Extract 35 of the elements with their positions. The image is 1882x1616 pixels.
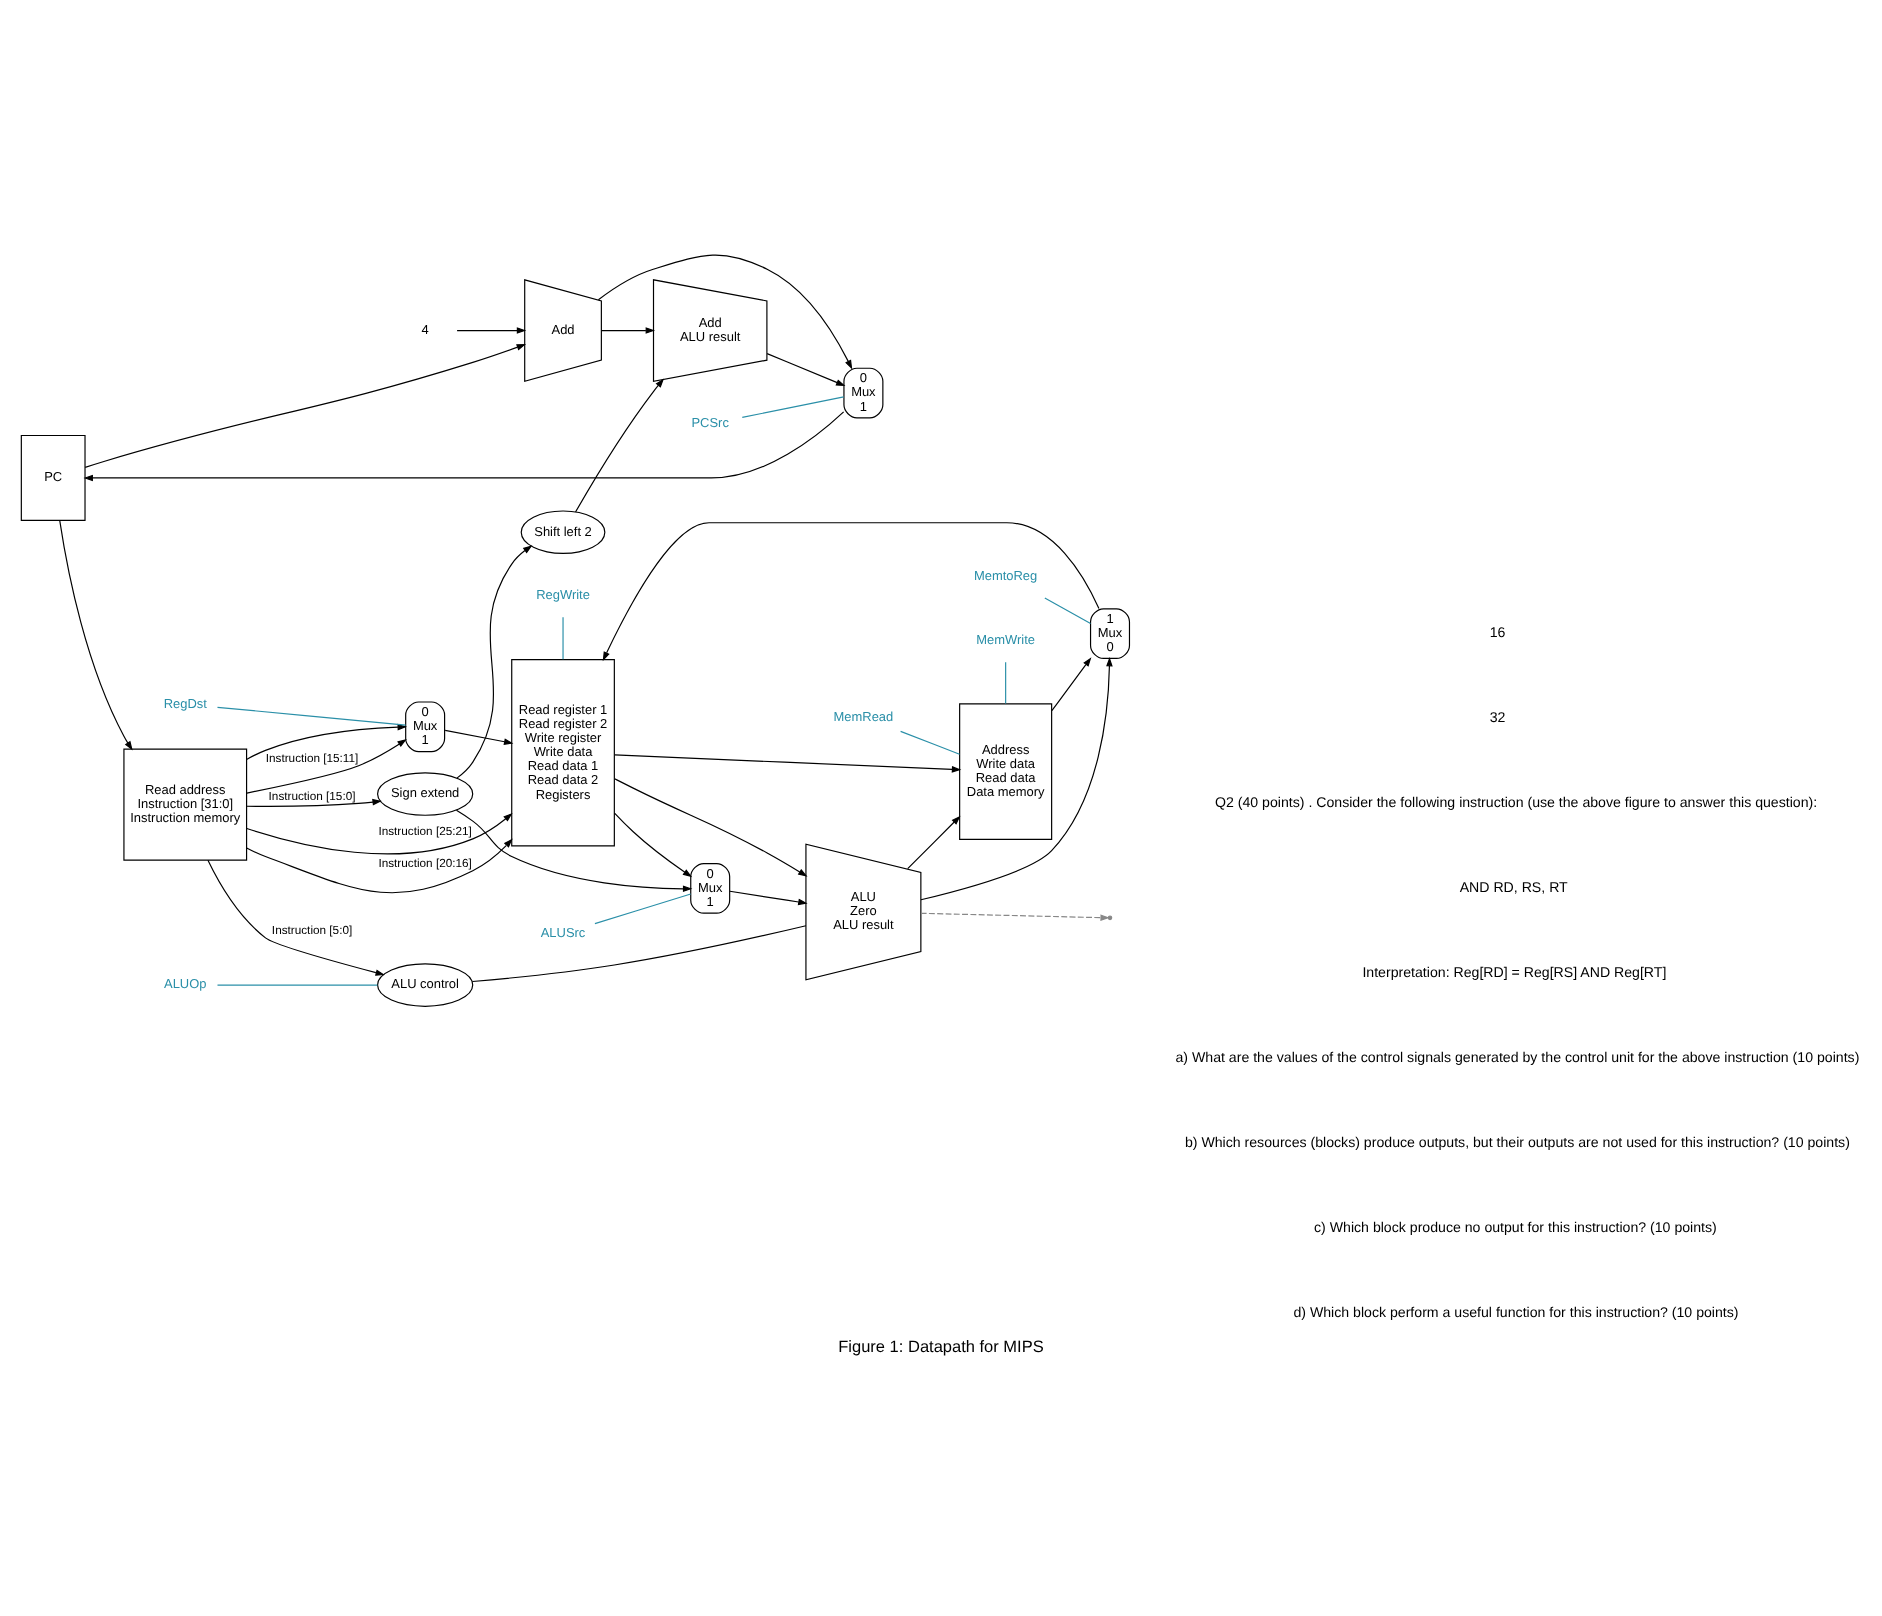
arrow [602, 522, 1100, 662]
arrow [455, 809, 693, 893]
arrow [613, 812, 693, 878]
arrow [59, 520, 133, 751]
arrow [597, 254, 853, 370]
connector [471, 925, 807, 983]
arrow [1051, 657, 1092, 712]
arrow [246, 838, 513, 894]
arrow [207, 859, 385, 976]
arrow [456, 327, 527, 334]
arrow [729, 890, 808, 906]
arrow [84, 344, 527, 468]
connector [741, 396, 845, 418]
arrow [920, 656, 1113, 901]
arrow [614, 754, 962, 773]
connector [594, 893, 692, 925]
arrow [600, 327, 656, 334]
arrow [246, 723, 407, 760]
connector [900, 730, 961, 755]
arrow [907, 815, 961, 870]
arrow [766, 353, 846, 387]
arrow [920, 912, 1110, 921]
arrow [614, 778, 808, 877]
connector [562, 616, 564, 660]
connector [1044, 597, 1092, 625]
arrow [246, 798, 382, 807]
connector [216, 706, 407, 726]
connector [1005, 661, 1007, 705]
arrow [83, 411, 845, 482]
arrow [246, 739, 407, 794]
arrow [575, 378, 665, 513]
arrow [444, 729, 514, 745]
connector [216, 984, 378, 986]
arrow [246, 812, 513, 855]
arrow [456, 545, 533, 779]
